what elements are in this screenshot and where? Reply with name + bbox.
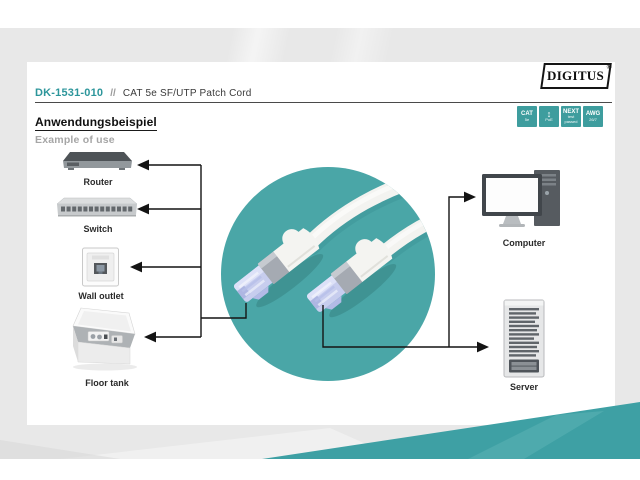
wall-outlet-icon bbox=[82, 247, 119, 287]
server-icon bbox=[503, 299, 545, 378]
device-server: Server bbox=[498, 298, 550, 392]
badge-poe: ↕ PoE bbox=[539, 106, 559, 127]
digitus-logo-text: DIGITUS bbox=[547, 68, 605, 83]
rj45-connector-left bbox=[234, 228, 324, 308]
device-label: Server bbox=[509, 382, 539, 392]
section-title-de: Anwendungsbeispiel bbox=[35, 115, 157, 131]
badge-cat5e: CAT 5e bbox=[517, 106, 537, 127]
product-name: CAT 5e SF/UTP Patch Cord bbox=[122, 88, 252, 99]
device-label: Floor tank bbox=[85, 378, 129, 388]
router-icon bbox=[63, 152, 132, 170]
rj45-connector-right bbox=[307, 238, 397, 318]
device-computer: Computer bbox=[480, 168, 568, 248]
section-title-en: Example of use bbox=[35, 134, 115, 146]
header-rule bbox=[35, 102, 612, 103]
footer-graphic bbox=[0, 402, 640, 459]
registered-mark: ® bbox=[606, 63, 613, 71]
device-wall-outlet: Wall outlet bbox=[66, 245, 136, 301]
patch-cord-photo bbox=[221, 167, 435, 381]
device-label: Computer bbox=[502, 238, 546, 248]
badge-awg: AWG 26/7 bbox=[583, 106, 603, 127]
device-router: Router bbox=[54, 149, 142, 187]
floor-tank-icon bbox=[72, 307, 137, 371]
updown-arrow-icon: ↕ bbox=[546, 109, 552, 120]
device-label: Wall outlet bbox=[78, 291, 124, 301]
section-heading: Anwendungsbeispiel Example of use bbox=[35, 113, 157, 146]
device-label: Router bbox=[83, 177, 113, 187]
digitus-logo: DIGITUS ® bbox=[540, 63, 613, 89]
header-separator: // bbox=[110, 88, 116, 99]
product-code: DK-1531-010 bbox=[35, 87, 104, 99]
spec-badges: CAT 5e ↕ PoE NEXT test passed AWG 26/7 bbox=[517, 106, 603, 127]
device-switch: Switch bbox=[52, 195, 144, 234]
device-label: Switch bbox=[83, 224, 113, 234]
computer-icon bbox=[482, 170, 560, 227]
switch-icon bbox=[56, 197, 138, 217]
badge-next: NEXT test passed bbox=[561, 106, 581, 127]
device-floor-tank: Floor tank bbox=[62, 306, 152, 388]
floor-tank-modules bbox=[87, 331, 123, 344]
header: DK-1531-010 // CAT 5e SF/UTP Patch Cord bbox=[35, 87, 252, 99]
background-sheen bbox=[0, 28, 640, 62]
